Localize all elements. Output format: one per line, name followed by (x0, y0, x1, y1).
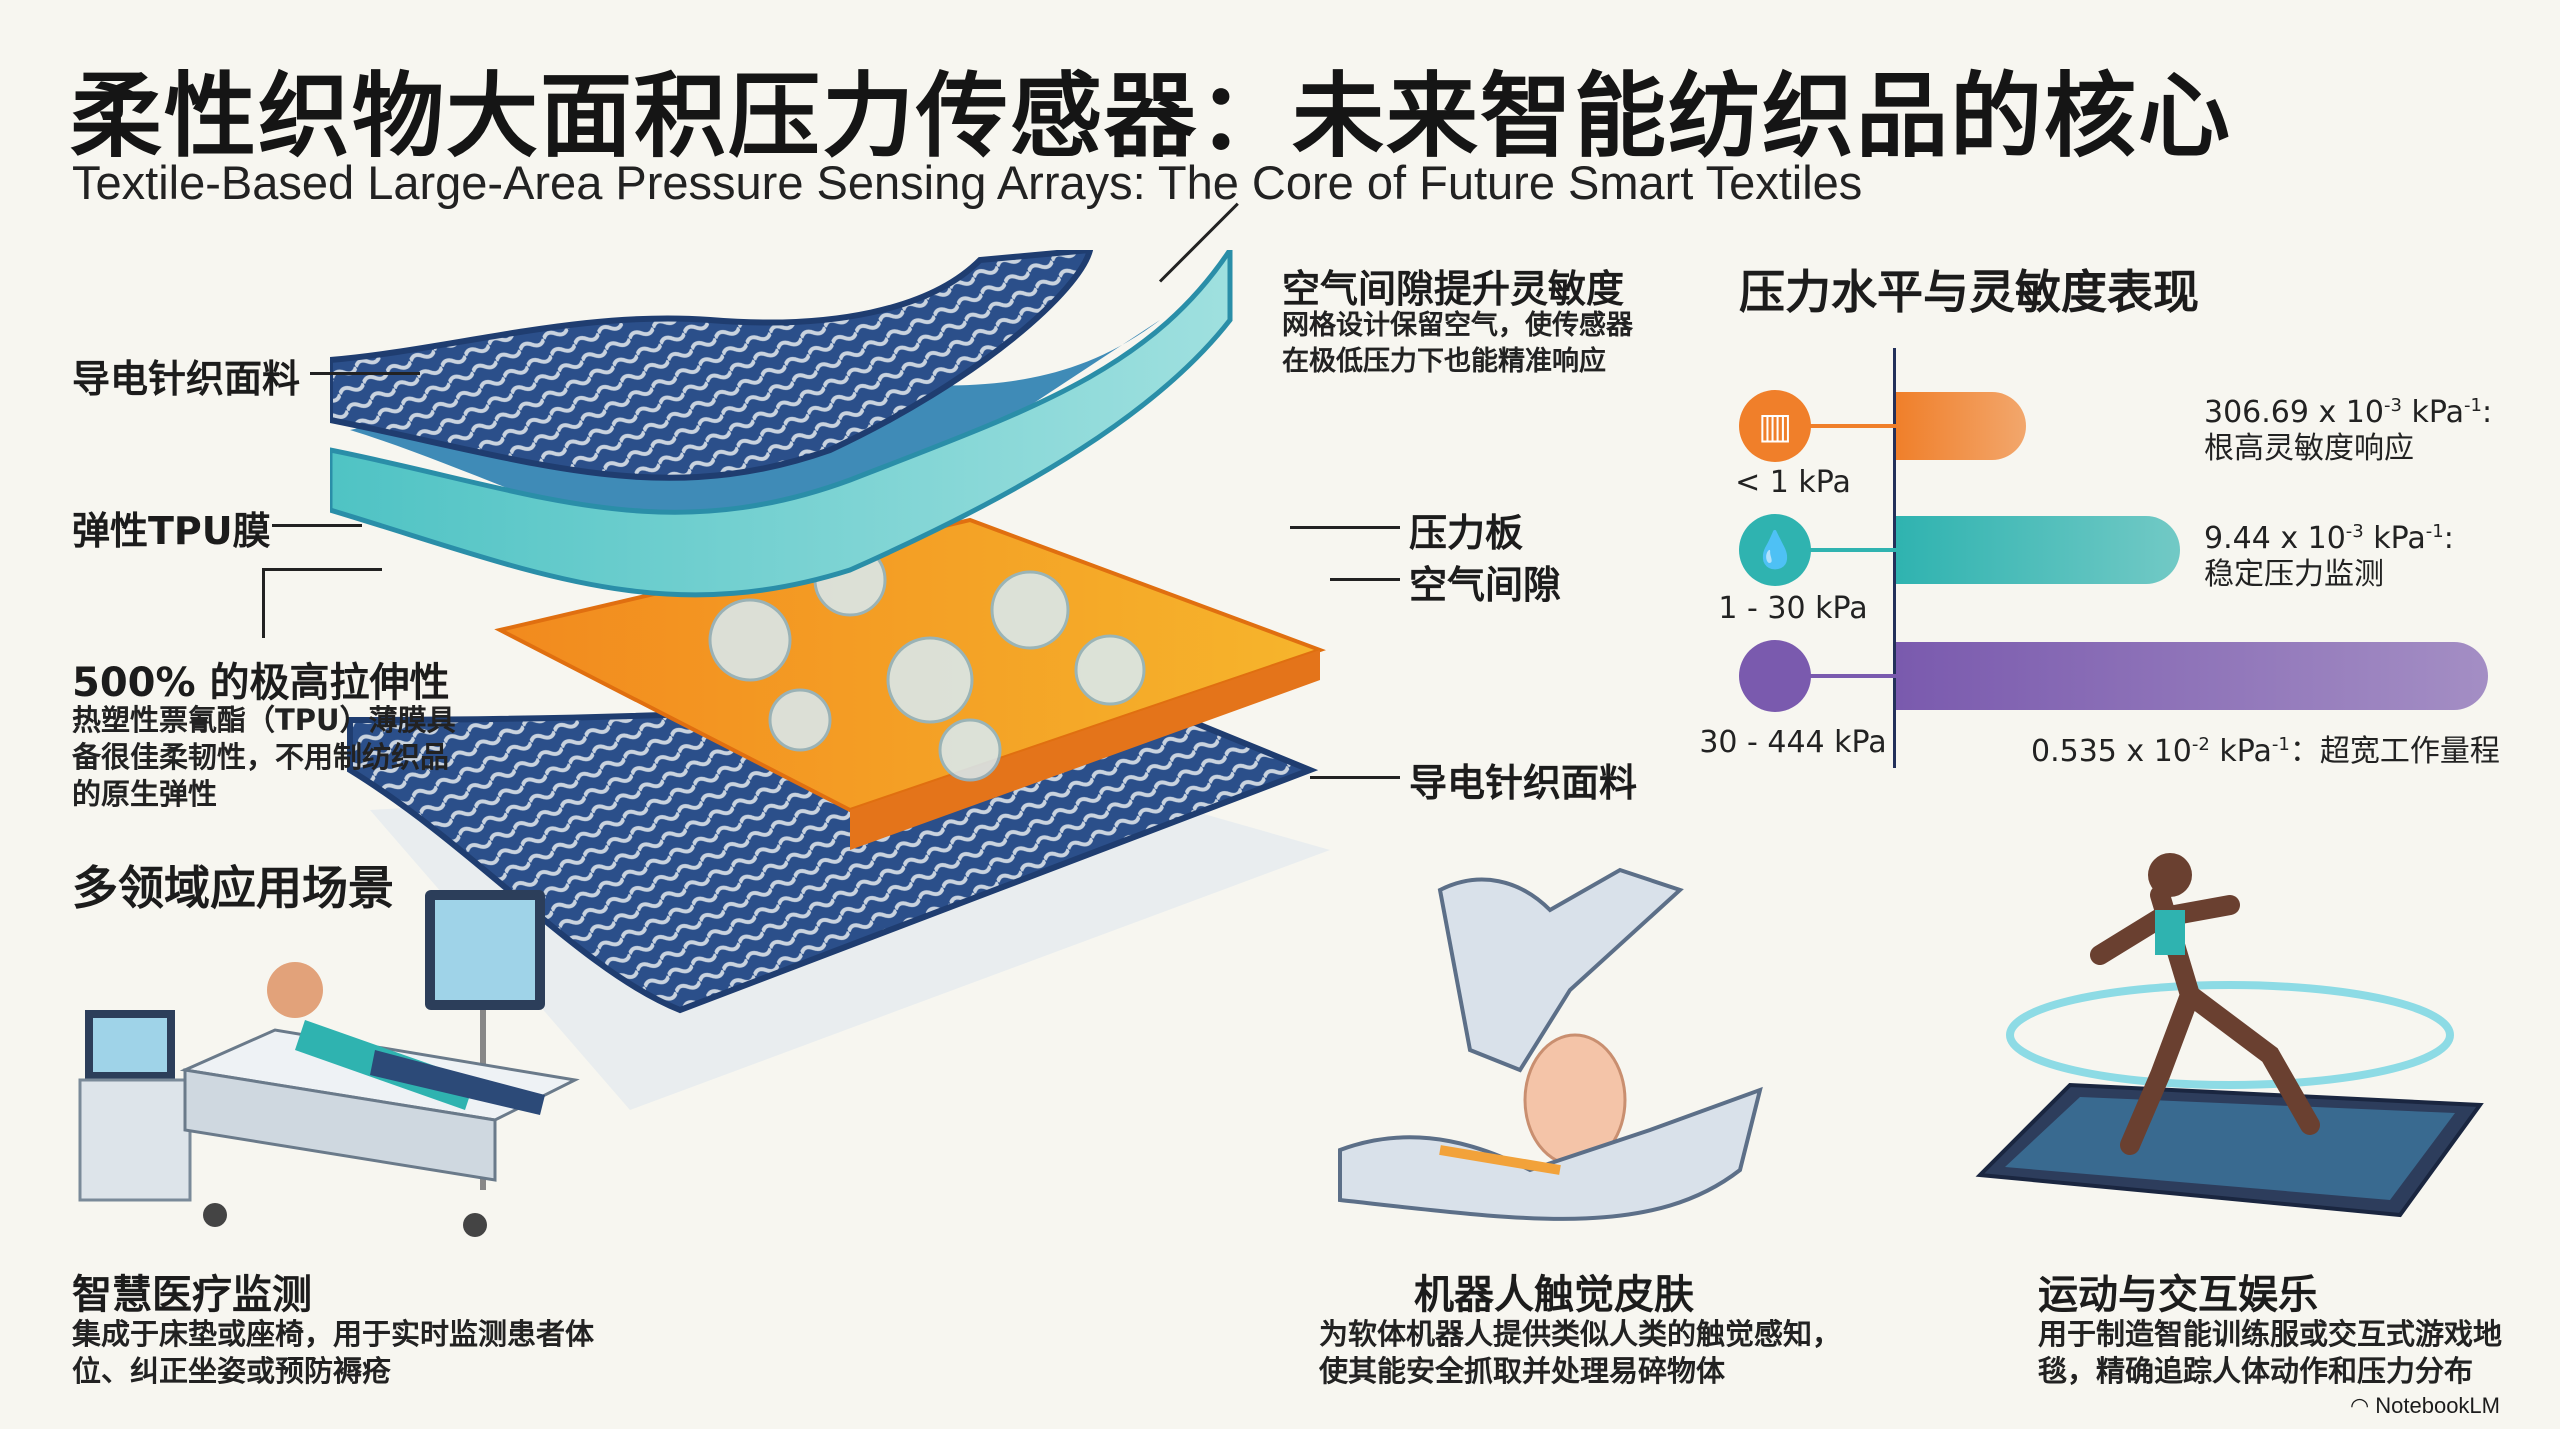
leader-line (1310, 776, 1400, 779)
leader-line (1330, 578, 1400, 581)
exp: -1 (2463, 395, 2482, 416)
chart-connector (1775, 424, 1896, 428)
unit: kPa (2411, 395, 2464, 430)
app-desc-robot: 为软体机器人提供类似人类的触觉感知， 使其能安全抓取并处理易碎物体 (1319, 1316, 1841, 1390)
app-title-robot: 机器人触觉皮肤 (1414, 1272, 1694, 1318)
note: 根高灵敏度响应 (2204, 431, 2414, 466)
chart-bar (1896, 642, 2488, 710)
desc-line: 用于制造智能训练服或交互式游戏地 (2038, 1317, 2503, 1351)
robot-hand-illustration (1338, 867, 1763, 1221)
label-bottom-fabric: 导电针织面料 (1409, 761, 1638, 805)
air-gap-note-desc: 网格设计保留空气，使传感器 在极低压力下也能精准响应 (1282, 308, 1633, 380)
unit: kPa (2373, 521, 2426, 556)
exp: -2 (2191, 734, 2210, 755)
value: 9.44 x 10 (2204, 521, 2346, 556)
range-label: 1 - 30 kPa (1718, 591, 1868, 626)
stretch-description: 热塑性票氰酯（TPU）薄膜具 备很佳柔韧性，不用制纺织品 的原生弹性 (72, 702, 456, 813)
leader-line (310, 372, 420, 375)
exp: -3 (2345, 521, 2364, 542)
applications-title: 多领域应用场景 (72, 861, 394, 915)
note: 超宽工作量程 (2319, 734, 2500, 769)
desc-line: 位、纠正坐姿或预防褥疮 (72, 1354, 392, 1388)
exp: -3 (2383, 395, 2402, 416)
page-subtitle: Textile-Based Large-Area Pressure Sensin… (72, 156, 1863, 209)
top-fabric-layer (330, 250, 1094, 481)
chart-bar (1896, 392, 2027, 460)
range-label: < 1 kPa (1735, 465, 1851, 500)
label-pressure-plate: 压力板 (1409, 511, 1524, 555)
chart-connector (1775, 548, 1896, 552)
value: 0.535 x 10 (2031, 734, 2192, 769)
desc-line: 为软体机器人提供类似人类的触觉感知， (1319, 1317, 1842, 1351)
desc-line: 热塑性票氰酯（TPU）薄膜具 (72, 703, 456, 737)
unit: kPa (2219, 734, 2272, 769)
label-air-gap: 空气间隙 (1409, 563, 1562, 607)
range-label: 30 - 444 kPa (1699, 725, 1887, 760)
desc-line: 网格设计保留空气，使传感器 (1282, 310, 1633, 341)
app-title-sports: 运动与交互娱乐 (2038, 1272, 2318, 1318)
chart-axis (1893, 348, 1896, 768)
app-desc-medical: 集成于床垫或座椅，用于实时监测患者体 位、纠正坐姿或预防褥疮 (72, 1316, 594, 1390)
leader-line (1290, 526, 1400, 529)
sensitivity-label: 0.535 x 10-2 kPa-1：超宽工作量程 (2031, 734, 2500, 769)
desc-line: 集成于床垫或座椅，用于实时监测患者体 (72, 1317, 595, 1351)
sensor-layers-illustration (330, 250, 1330, 1110)
runner-illustration (1975, 853, 2484, 1218)
circle-icon (1739, 640, 1811, 712)
chart-title: 压力水平与灵敏度表现 (1739, 265, 2199, 319)
value: 306.69 x 10 (2204, 395, 2384, 430)
app-title-medical: 智慧医疗监测 (72, 1272, 312, 1318)
desc-line: 毯，精确追踪人体动作和压力分布 (2038, 1354, 2474, 1388)
brand-text: NotebookLM (2375, 1393, 2500, 1418)
label-top-fabric: 导电针织面料 (72, 357, 301, 401)
water-drop-icon: 💧 (1739, 514, 1811, 586)
sensitivity-label: 306.69 x 10-3 kPa-1: 根高灵敏度响应 (2204, 395, 2493, 466)
label-tpu: 弹性TPU膜 (72, 509, 271, 553)
sensitivity-label: 9.44 x 10-3 kPa-1: 稳定压力监测 (2204, 521, 2454, 592)
bar-chart-icon: ▥ (1739, 390, 1811, 462)
plate-edge (850, 650, 1320, 850)
chart-connector (1775, 674, 1896, 678)
leader-line (262, 568, 382, 571)
desc-line: 在极低压力下也能精准响应 (1282, 346, 1606, 377)
note: 稳定压力监测 (2204, 557, 2384, 592)
desc-line: 的原生弹性 (72, 777, 218, 811)
desc-line: 使其能安全抓取并处理易碎物体 (1319, 1354, 1726, 1388)
brand-notebooklm: ◠ NotebookLM (2350, 1393, 2500, 1419)
label-stretch: 500% 的极高拉伸性 (72, 660, 450, 706)
desc-line: 备很佳柔韧性，不用制纺织品 (72, 740, 450, 774)
chart-bar (1896, 516, 2181, 584)
hospital-bed-illustration (78, 890, 580, 1237)
leader-line (262, 568, 265, 638)
leader-line (272, 524, 362, 527)
page-title: 柔性织物大面积压力传感器：未来智能纺织品的核心 (70, 63, 2233, 170)
notebooklm-logo-icon: ◠ (2349, 1393, 2376, 1418)
exp: -1 (2425, 521, 2444, 542)
app-desc-sports: 用于制造智能训练服或交互式游戏地 毯，精确追踪人体动作和压力分布 (2038, 1316, 2502, 1390)
exp: -1 (2271, 734, 2290, 755)
tpu-film-layer (330, 250, 1233, 598)
air-gap-note-title: 空气间隙提升灵敏度 (1282, 267, 1625, 311)
